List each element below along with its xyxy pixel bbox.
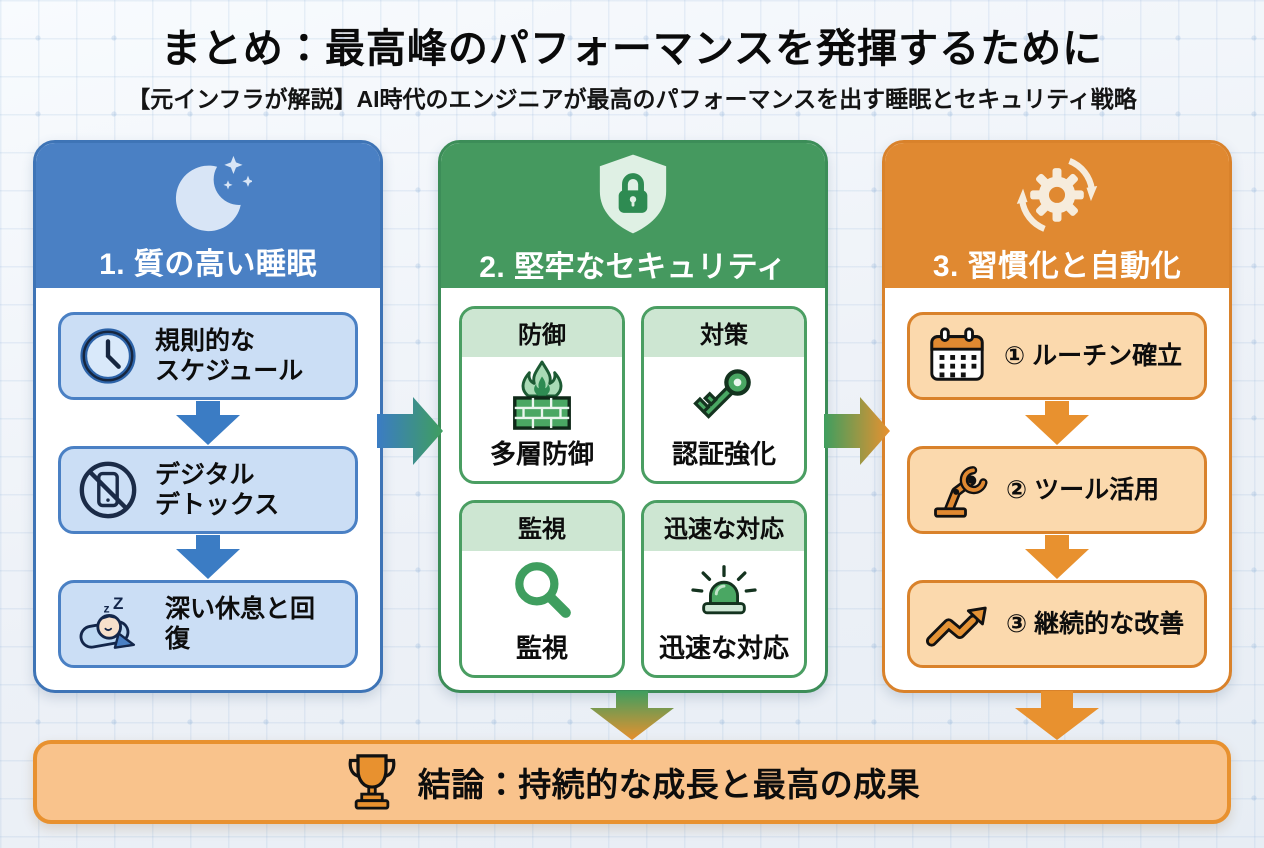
flow-arrow-security-to-conclusion bbox=[590, 691, 674, 740]
list-item-label: ② ツール活用 bbox=[1006, 475, 1160, 504]
column-automation-header: 3. 習慣化と自動化 bbox=[885, 143, 1229, 288]
column-sleep-body: 規則的な スケジュール デジタル デトックス bbox=[36, 288, 380, 668]
moon-stars-icon bbox=[164, 154, 252, 234]
security-grid: 防御 bbox=[441, 288, 825, 678]
page-title: まとめ：最高峰のパフォーマンスを発揮するために bbox=[160, 27, 1104, 71]
trend-up-icon bbox=[926, 597, 990, 651]
cell-label: 迅速な対応 bbox=[658, 633, 789, 663]
cell-label: 多層防御 bbox=[489, 439, 594, 469]
security-cell-monitoring: 監視 監視 bbox=[459, 500, 625, 678]
column-sleep: 1. 質の高い睡眠 規則的な スケジュール bbox=[33, 140, 383, 693]
shield-lock-icon bbox=[592, 151, 674, 237]
security-cell-rapid-response: 迅速な対応 迅速な対応 bbox=[641, 500, 807, 678]
list-item-tools: ② ツール活用 bbox=[907, 446, 1207, 534]
list-item-deep-rest: z Z 深い休息と回復 bbox=[58, 580, 358, 668]
cell-header: 迅速な対応 bbox=[644, 503, 804, 551]
no-phone-icon bbox=[77, 459, 139, 521]
key-icon bbox=[690, 357, 758, 434]
list-item-routine: ① ルーチン確立 bbox=[907, 312, 1207, 400]
flow-arrow-down-orange-2 bbox=[1025, 534, 1089, 580]
column-security-title: 2. 堅牢なセキュリティ bbox=[479, 251, 787, 284]
column-sleep-header: 1. 質の高い睡眠 bbox=[36, 143, 380, 288]
robot-arm-icon bbox=[926, 460, 990, 520]
list-item-label: 深い休息と回復 bbox=[165, 594, 316, 654]
flow-arrow-sleep-to-security bbox=[376, 392, 444, 470]
cell-label: 監視 bbox=[515, 633, 568, 663]
flow-arrow-automation-to-conclusion bbox=[1015, 691, 1099, 740]
security-cell-defense: 防御 bbox=[459, 306, 625, 484]
list-item-label: デジタル デトックス bbox=[155, 460, 280, 520]
sync-gear-icon bbox=[1015, 152, 1099, 236]
conclusion-label: 結論：持続的な成長と最高の成果 bbox=[417, 766, 921, 803]
flow-arrow-down-blue-1 bbox=[176, 400, 240, 446]
list-item-label: ③ 継続的な改善 bbox=[1006, 609, 1185, 638]
clock-icon bbox=[77, 325, 139, 387]
firewall-icon bbox=[507, 357, 577, 434]
list-item-schedule: 規則的な スケジュール bbox=[58, 312, 358, 400]
column-automation-body: ① ルーチン確立 bbox=[885, 288, 1229, 668]
svg-text:Z: Z bbox=[113, 595, 123, 613]
cell-label: 認証強化 bbox=[671, 439, 776, 469]
siren-icon bbox=[687, 551, 761, 628]
cell-header: 防御 bbox=[462, 309, 622, 357]
list-item-improvement: ③ 継続的な改善 bbox=[907, 580, 1207, 668]
magnifier-icon bbox=[509, 551, 575, 628]
flow-arrow-security-to-automation bbox=[821, 392, 893, 470]
flow-arrow-down-blue-2 bbox=[176, 534, 240, 580]
conclusion-banner: 結論：持続的な成長と最高の成果 bbox=[33, 740, 1231, 824]
calendar-icon bbox=[926, 325, 988, 387]
security-cell-countermeasure: 対策 認証強化 bbox=[641, 306, 807, 484]
column-automation-title: 3. 習慣化と自動化 bbox=[932, 250, 1182, 283]
list-item-label: 規則的な スケジュール bbox=[155, 326, 304, 386]
column-security: 2. 堅牢なセキュリティ 防御 bbox=[438, 140, 828, 693]
cell-header: 監視 bbox=[462, 503, 622, 551]
page-subtitle: 【元インフラが解説】AI時代のエンジニアが最高のパフォーマンスを出す睡眠とセキュ… bbox=[127, 86, 1137, 112]
column-security-header: 2. 堅牢なセキュリティ bbox=[441, 143, 825, 288]
list-item-digital-detox: デジタル デトックス bbox=[58, 446, 358, 534]
column-automation: 3. 習慣化と自動化 bbox=[882, 140, 1232, 693]
list-item-label: ① ルーチン確立 bbox=[1004, 341, 1183, 370]
sleeping-icon: z Z bbox=[77, 595, 149, 653]
svg-text:z: z bbox=[104, 602, 110, 616]
flow-arrow-down-orange-1 bbox=[1025, 400, 1089, 446]
cell-header: 対策 bbox=[644, 309, 804, 357]
column-sleep-title: 1. 質の高い睡眠 bbox=[99, 248, 317, 281]
trophy-icon bbox=[344, 751, 400, 813]
